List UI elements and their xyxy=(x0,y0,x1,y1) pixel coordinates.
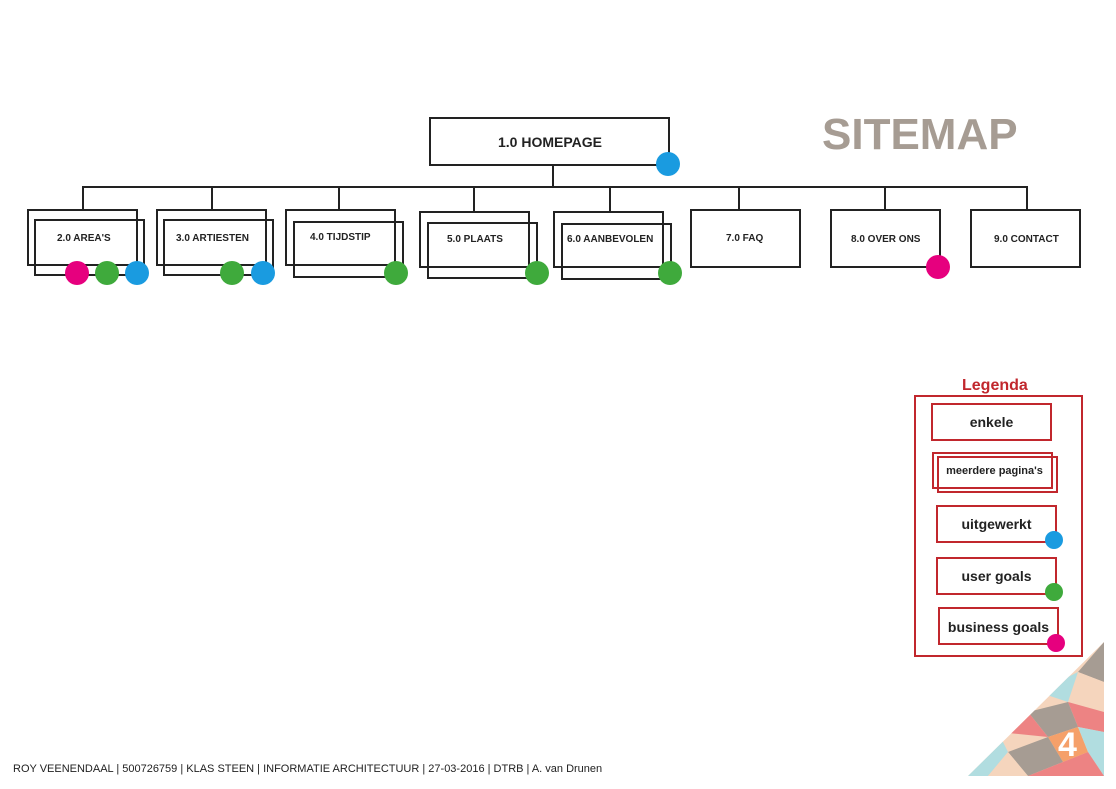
marker-business-goals-icon xyxy=(65,261,89,285)
legend-item-multiple-box-back xyxy=(932,452,1053,489)
node-artiesten-back xyxy=(156,209,267,266)
node-tijdstip-label: 4.0 TIJDSTIP xyxy=(310,232,371,243)
node-areas-front xyxy=(34,219,145,276)
node-homepage-label: 1.0 HOMEPAGE xyxy=(498,134,602,150)
legend-item-multiple-label: meerdere pagina's xyxy=(946,465,1043,477)
sitemap-title: SITEMAP xyxy=(822,110,1018,159)
connector-page-9 xyxy=(1026,186,1028,210)
node-tijdstip-back xyxy=(285,209,396,266)
connector-page-5 xyxy=(473,186,475,212)
page-number: 4 xyxy=(1058,726,1077,764)
marker-uitgewerkt-icon xyxy=(656,152,680,176)
node-areas-label: 2.0 AREA'S xyxy=(57,233,111,244)
connector-page-3 xyxy=(211,186,213,210)
node-tijdstip-front xyxy=(293,221,404,278)
node-faq-label: 7.0 FAQ xyxy=(726,233,764,244)
legend-item-business-goals-box xyxy=(938,607,1059,645)
marker-user-goals-icon xyxy=(525,261,549,285)
node-artiesten-front xyxy=(163,219,274,276)
marker-user-goals-icon xyxy=(384,261,408,285)
legend-business-goals-icon xyxy=(1047,634,1065,652)
marker-user-goals-icon xyxy=(220,261,244,285)
legend-item-user-goals-label: user goals xyxy=(961,568,1032,584)
legend-user-goals-icon xyxy=(1045,583,1063,601)
marker-uitgewerkt-icon xyxy=(125,261,149,285)
legend-uitgewerkt-icon xyxy=(1045,531,1063,549)
connector-root-vertical xyxy=(552,166,554,187)
legend-title: Legenda xyxy=(962,377,1028,394)
node-plaats-label: 5.0 PLAATS xyxy=(447,234,503,245)
marker-uitgewerkt-icon xyxy=(251,261,275,285)
marker-user-goals-icon xyxy=(658,261,682,285)
legend-item-business-goals-label: business goals xyxy=(947,619,1050,635)
node-over-ons xyxy=(830,209,941,268)
legend-item-multiple-box-front xyxy=(937,456,1058,493)
footer-credits: ROY VEENENDAAL | 500726759 | KLAS STEEN … xyxy=(13,763,603,775)
node-artiesten-label: 3.0 ARTIESTEN xyxy=(176,233,249,244)
node-aanbevolen-front xyxy=(561,223,672,280)
legend-item-user-goals-box xyxy=(936,557,1057,595)
connector-page-8 xyxy=(884,186,886,210)
connector-page-4 xyxy=(338,186,340,210)
node-homepage xyxy=(429,117,670,166)
connector-page-7 xyxy=(738,186,740,210)
node-plaats-front xyxy=(427,222,538,279)
node-over-ons-label: 8.0 OVER ONS xyxy=(851,234,921,245)
decorative-triangle-graphic xyxy=(968,642,1104,776)
node-faq xyxy=(690,209,801,268)
node-plaats-back xyxy=(419,211,530,268)
marker-user-goals-icon xyxy=(95,261,119,285)
connector-page-6 xyxy=(609,186,611,212)
marker-business-goals-icon xyxy=(926,255,950,279)
legend-item-single-label: enkele xyxy=(969,414,1014,430)
connector-horizontal xyxy=(82,186,1028,188)
connector-page-2 xyxy=(82,186,84,210)
legend-item-single-box xyxy=(931,403,1052,441)
legend-item-uitgewerkt-label: uitgewerkt xyxy=(961,516,1032,532)
legend-item-uitgewerkt-box xyxy=(936,505,1057,543)
node-aanbevolen-label: 6.0 AANBEVOLEN xyxy=(567,234,654,245)
legend-frame xyxy=(914,395,1083,657)
node-aanbevolen-back xyxy=(553,211,664,268)
node-contact xyxy=(970,209,1081,268)
node-contact-label: 9.0 CONTACT xyxy=(994,234,1059,245)
